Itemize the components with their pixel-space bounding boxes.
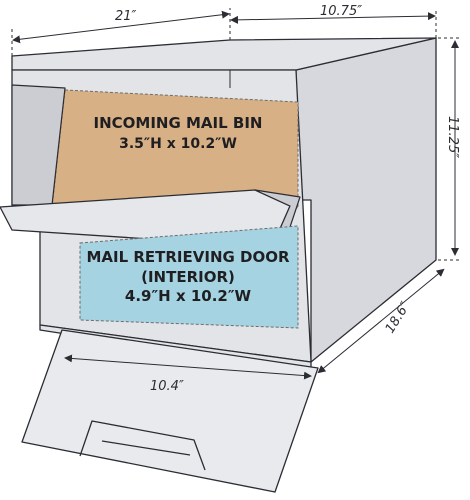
depth-top-dimension-line: [230, 12, 436, 24]
retrieving-door-area: [79, 225, 299, 329]
incoming-bin-size: 3.5″H x 10.2″W: [119, 136, 237, 152]
door-width-dimension-line: [64, 354, 312, 380]
door-width-label: 10.4″: [150, 379, 184, 394]
incoming-bin-area: [51, 89, 299, 209]
depth-side-dimension-line: [317, 268, 445, 374]
incoming-bin-title: INCOMING MAIL BIN: [94, 114, 263, 132]
width-label: 21″: [115, 9, 137, 24]
depth-top-label: 10.75″: [320, 4, 362, 19]
depth-side-label: 18.6″: [383, 299, 414, 336]
retrieving-door-title: MAIL RETRIEVING DOOR: [86, 248, 290, 266]
width-dimension-line: [12, 10, 230, 44]
retrieving-door-subtitle: (INTERIOR): [141, 268, 235, 286]
mailbox-side-panel: [295, 37, 437, 363]
retrieving-door-size: 4.9″H x 10.2″W: [125, 287, 252, 305]
door-handle: [79, 420, 206, 471]
door-handle-inner: [101, 440, 191, 456]
height-label: 11.25″: [445, 116, 460, 158]
